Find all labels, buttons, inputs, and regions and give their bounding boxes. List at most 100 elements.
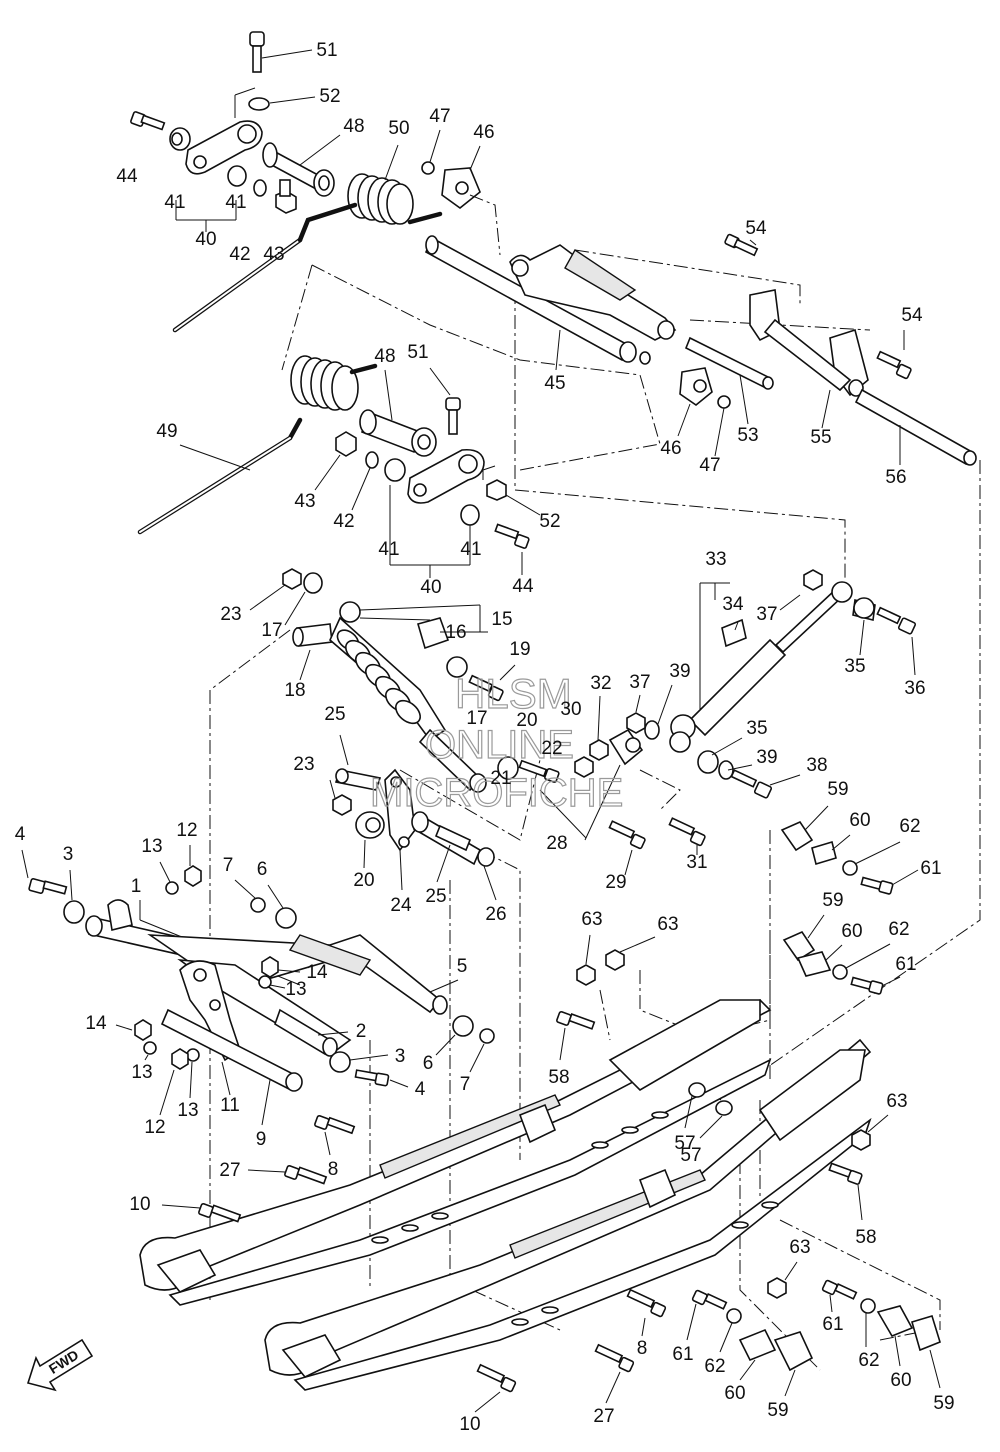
callout-63: 63 bbox=[789, 1237, 810, 1258]
callout-40: 40 bbox=[195, 229, 216, 250]
callout-10: 10 bbox=[459, 1414, 480, 1435]
callout-19: 19 bbox=[509, 639, 530, 660]
callout-37: 37 bbox=[756, 604, 777, 625]
callout-9: 9 bbox=[256, 1129, 267, 1150]
callout-2: 2 bbox=[356, 1021, 367, 1042]
callout-20: 20 bbox=[353, 870, 374, 891]
callout-43: 43 bbox=[294, 491, 315, 512]
callout-58: 58 bbox=[855, 1227, 876, 1248]
callout-52: 52 bbox=[539, 511, 560, 532]
callout-50: 50 bbox=[388, 118, 409, 139]
callout-62: 62 bbox=[858, 1350, 879, 1371]
callout-26: 26 bbox=[485, 904, 506, 925]
callout-14: 14 bbox=[306, 962, 328, 983]
callout-55: 55 bbox=[810, 427, 831, 448]
cross-shaft-assembly bbox=[424, 233, 977, 466]
callout-49: 49 bbox=[156, 421, 177, 442]
callout-59: 59 bbox=[767, 1400, 788, 1421]
callout-18: 18 bbox=[284, 680, 305, 701]
callout-37: 37 bbox=[629, 672, 650, 693]
callout-47: 47 bbox=[699, 455, 720, 476]
callout-23: 23 bbox=[220, 604, 241, 625]
callout-21: 21 bbox=[490, 768, 511, 789]
callout-39: 39 bbox=[669, 661, 690, 682]
callout-51: 51 bbox=[316, 40, 337, 61]
spring-assembly-top bbox=[172, 129, 501, 333]
callout-61: 61 bbox=[920, 858, 941, 879]
callout-28: 28 bbox=[546, 833, 567, 854]
callout-63: 63 bbox=[581, 909, 602, 930]
callout-14: 14 bbox=[85, 1013, 107, 1034]
callout-38: 38 bbox=[806, 755, 827, 776]
callout-57: 57 bbox=[680, 1145, 701, 1166]
callout-63: 63 bbox=[657, 914, 678, 935]
callout-47: 47 bbox=[429, 106, 450, 127]
callout-33: 33 bbox=[705, 549, 726, 570]
callout-35: 35 bbox=[844, 656, 865, 677]
callout-6: 6 bbox=[423, 1053, 434, 1074]
callout-29: 29 bbox=[605, 872, 626, 893]
callout-54: 54 bbox=[745, 218, 767, 239]
callout-44: 44 bbox=[116, 166, 138, 187]
callout-54: 54 bbox=[901, 305, 923, 326]
callout-59: 59 bbox=[822, 890, 843, 911]
callout-32: 32 bbox=[590, 673, 611, 694]
slide-stopper-upper bbox=[780, 805, 919, 995]
callout-43: 43 bbox=[263, 244, 284, 265]
callout-3: 3 bbox=[63, 844, 74, 865]
callout-57: 57 bbox=[674, 1133, 695, 1154]
callout-42: 42 bbox=[333, 511, 354, 532]
callout-13: 13 bbox=[285, 979, 306, 1000]
watermark-line-3: MICROFICHE bbox=[370, 771, 623, 815]
shock-absorber-rear bbox=[626, 569, 917, 799]
callout-51: 51 bbox=[407, 342, 428, 363]
callout-13: 13 bbox=[141, 836, 162, 857]
callout-4: 4 bbox=[415, 1079, 426, 1100]
callout-44: 44 bbox=[512, 576, 534, 597]
callout-41: 41 bbox=[225, 192, 246, 213]
callout-30: 30 bbox=[560, 699, 581, 720]
callout-27: 27 bbox=[219, 1160, 240, 1181]
callout-62: 62 bbox=[704, 1356, 725, 1377]
callout-46: 46 bbox=[660, 438, 681, 459]
callout-45: 45 bbox=[544, 373, 565, 394]
callout-61: 61 bbox=[895, 954, 916, 975]
callout-23: 23 bbox=[293, 754, 314, 775]
callout-59: 59 bbox=[933, 1393, 954, 1414]
callout-17: 17 bbox=[261, 620, 282, 641]
callout-7: 7 bbox=[460, 1074, 471, 1095]
callout-31: 31 bbox=[686, 852, 707, 873]
callout-13: 13 bbox=[131, 1062, 152, 1083]
callout-63: 63 bbox=[886, 1091, 907, 1112]
upper-arm-assembly-left bbox=[130, 31, 316, 232]
callout-39: 39 bbox=[756, 747, 777, 768]
callout-60: 60 bbox=[890, 1370, 911, 1391]
spring-assembly-lower bbox=[137, 355, 541, 578]
callout-8: 8 bbox=[328, 1159, 339, 1180]
callout-53: 53 bbox=[737, 425, 758, 446]
watermark: HLSM ONLINE MICROFICHE bbox=[369, 669, 624, 815]
callout-46: 46 bbox=[473, 122, 494, 143]
callout-36: 36 bbox=[904, 678, 925, 699]
callout-60: 60 bbox=[849, 810, 870, 831]
callout-60: 60 bbox=[841, 921, 862, 942]
callout-40: 40 bbox=[420, 577, 441, 598]
callout-35: 35 bbox=[746, 718, 767, 739]
callout-16: 16 bbox=[445, 622, 466, 643]
watermark-line-2: ONLINE bbox=[425, 723, 574, 767]
callout-34: 34 bbox=[722, 594, 744, 615]
callout-1: 1 bbox=[131, 876, 142, 897]
callout-13: 13 bbox=[177, 1100, 198, 1121]
callout-48: 48 bbox=[343, 116, 364, 137]
callout-8: 8 bbox=[637, 1338, 648, 1359]
callout-5: 5 bbox=[457, 956, 468, 977]
callout-41: 41 bbox=[378, 539, 399, 560]
callout-15: 15 bbox=[491, 609, 512, 630]
callout-61: 61 bbox=[822, 1314, 843, 1335]
forward-direction-badge: FWD bbox=[26, 1338, 94, 1392]
callout-42: 42 bbox=[229, 244, 250, 265]
callout-41: 41 bbox=[460, 539, 481, 560]
callout-3: 3 bbox=[395, 1046, 406, 1067]
